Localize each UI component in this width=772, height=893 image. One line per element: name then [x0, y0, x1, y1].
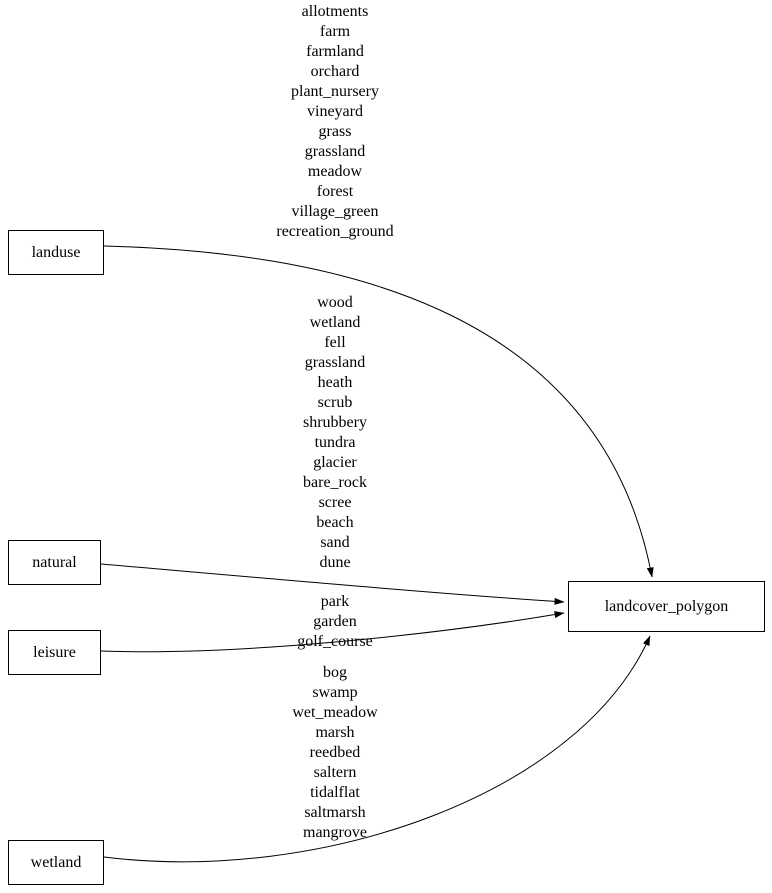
edge-label-wetland-values: bog swamp wet_meadow marsh reedbed salte… — [292, 664, 378, 841]
node-wetland-label: wetland — [30, 853, 82, 871]
node-landuse-label: landuse — [31, 243, 81, 261]
node-natural-label: natural — [32, 553, 77, 571]
edge-label-leisure-values: park garden golf_course — [297, 593, 373, 650]
node-natural: natural — [8, 540, 101, 585]
node-landcover-polygon: landcover_polygon — [568, 581, 765, 632]
node-landuse: landuse — [8, 230, 104, 275]
node-wetland: wetland — [8, 840, 104, 885]
node-leisure-label: leisure — [33, 643, 76, 661]
node-leisure: leisure — [8, 630, 101, 675]
node-landcover-polygon-label: landcover_polygon — [604, 597, 729, 615]
edge-label-natural-values: wood wetland fell grassland heath scrub … — [303, 294, 367, 571]
edge-label-landuse-values: allotments farm farmland orchard plant_n… — [276, 3, 394, 240]
